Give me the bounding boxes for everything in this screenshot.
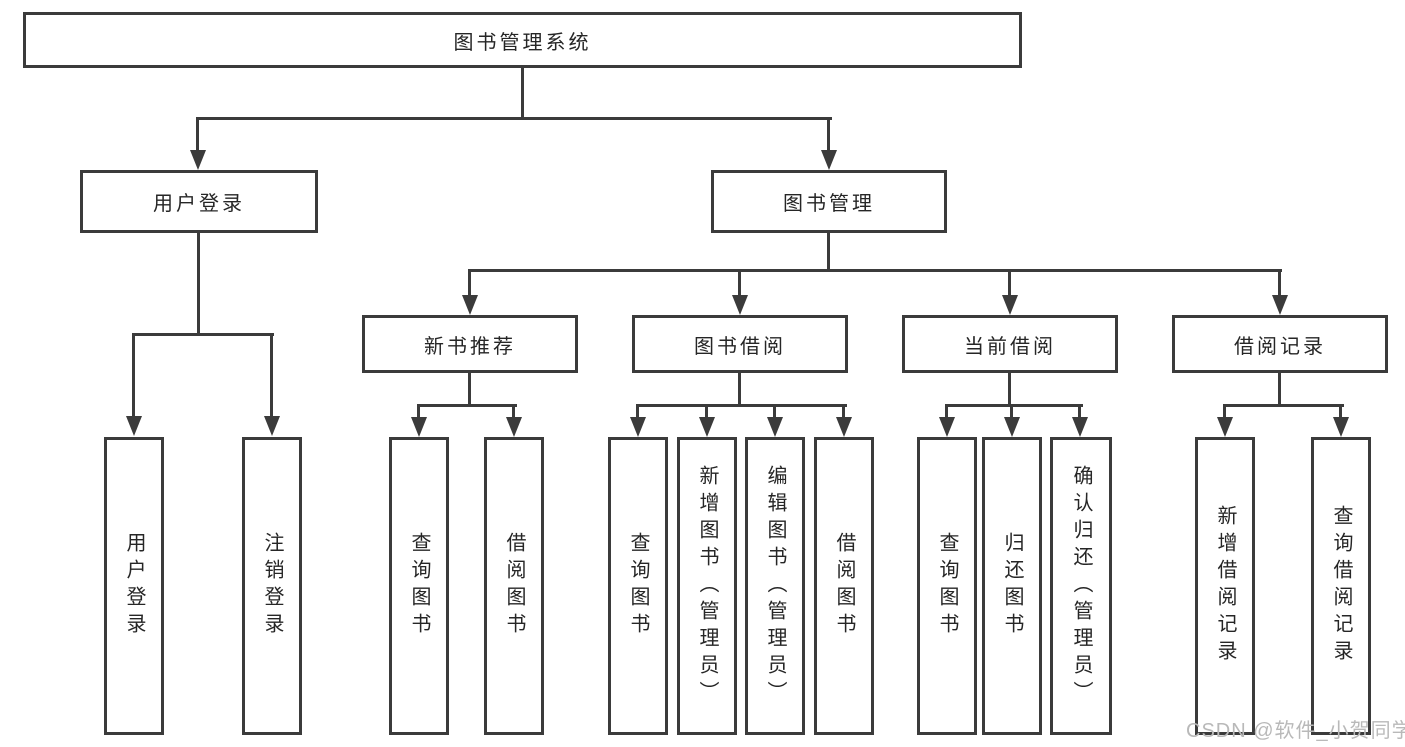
- leaf-logout: 注销登录: [242, 437, 302, 735]
- connector-drop-nb-borrow: [512, 404, 515, 418]
- node-library-management-system: 图书管理系统: [23, 12, 1022, 68]
- arrowhead-cb-return: [1004, 417, 1020, 437]
- connector-borrow-record-bar: [1223, 404, 1344, 407]
- arrowhead-nb-query: [411, 417, 427, 437]
- connector-drop-cb-confirm: [1078, 404, 1081, 418]
- connector-drop-bb-query: [636, 404, 639, 418]
- connector-drop-cb-query: [945, 404, 948, 418]
- leaf-confirm-return-admin: 确认归还（管理员）: [1050, 437, 1112, 735]
- connector-drop-book-borrow: [738, 269, 741, 297]
- connector-current-borrow-bar: [945, 404, 1083, 407]
- node-current-borrowing: 当前借阅: [902, 315, 1118, 373]
- node-book-management: 图书管理: [711, 170, 947, 233]
- connector-new-book-bar: [417, 404, 517, 407]
- connector-drop-br-query: [1339, 404, 1342, 418]
- arrowhead-cb-query: [939, 417, 955, 437]
- arrowhead-nb-borrow: [506, 417, 522, 437]
- node-borrowing-records: 借阅记录: [1172, 315, 1388, 373]
- connector-drop-current-borrow: [1008, 269, 1011, 297]
- arrowhead-bb-add: [699, 417, 715, 437]
- arrowhead-borrow-record: [1272, 295, 1288, 315]
- arrowhead-current-borrow: [1002, 295, 1018, 315]
- leaf-add-book-admin: 新增图书（管理员）: [677, 437, 737, 735]
- leaf-query-books-borrow: 查询图书: [608, 437, 668, 735]
- leaf-add-borrow-record: 新增借阅记录: [1195, 437, 1255, 735]
- connector-book-borrow-bar: [636, 404, 847, 407]
- arrowhead-bb-query: [630, 417, 646, 437]
- connector-drop-br-add: [1223, 404, 1226, 418]
- node-user-login: 用户登录: [80, 170, 318, 233]
- arrowhead-leaf-logout: [264, 416, 280, 436]
- connector-drop-new-book: [468, 269, 471, 297]
- connector-user-login-bar: [132, 333, 274, 336]
- connector-new-book-stem: [468, 373, 471, 406]
- arrowhead-book-borrow: [732, 295, 748, 315]
- connector-borrow-record-stem: [1278, 373, 1281, 406]
- leaf-user-login: 用户登录: [104, 437, 164, 735]
- arrowhead-user-login: [190, 150, 206, 170]
- leaf-query-borrow-record: 查询借阅记录: [1311, 437, 1371, 735]
- connector-drop-cb-return: [1010, 404, 1013, 418]
- arrowhead-bb-borrow: [836, 417, 852, 437]
- arrowhead-book-management: [821, 150, 837, 170]
- connector-drop-leaf-logout: [270, 333, 273, 417]
- connector-book-management-stem: [827, 233, 830, 272]
- arrowhead-bb-edit: [767, 417, 783, 437]
- node-book-borrowing: 图书借阅: [632, 315, 848, 373]
- leaf-edit-book-admin: 编辑图书（管理员）: [745, 437, 805, 735]
- connector-drop-borrow-record: [1278, 269, 1281, 297]
- connector-drop-bb-borrow: [842, 404, 845, 418]
- arrowhead-br-add: [1217, 417, 1233, 437]
- arrowhead-new-book: [462, 295, 478, 315]
- connector-root-bar: [196, 117, 832, 120]
- leaf-borrow-books-recommend: 借阅图书: [484, 437, 544, 735]
- leaf-query-books-current: 查询图书: [917, 437, 977, 735]
- connector-book-borrow-stem: [738, 373, 741, 406]
- connector-drop-book-management: [827, 117, 830, 153]
- connector-drop-bb-edit: [773, 404, 776, 418]
- arrowhead-br-query: [1333, 417, 1349, 437]
- leaf-return-book: 归还图书: [982, 437, 1042, 735]
- csdn-watermark: CSDN @软件_小贺同学: [1186, 720, 1405, 742]
- connector-drop-nb-query: [417, 404, 420, 418]
- leaf-query-books-recommend: 查询图书: [389, 437, 449, 735]
- connector-drop-leaf-user-login: [132, 333, 135, 417]
- connector-current-borrow-stem: [1008, 373, 1011, 406]
- node-new-book-recommendation: 新书推荐: [362, 315, 578, 373]
- arrowhead-cb-confirm: [1072, 417, 1088, 437]
- connector-book-management-bar: [468, 269, 1282, 272]
- connector-drop-bb-add: [705, 404, 708, 418]
- connector-root-stem: [521, 66, 524, 119]
- leaf-borrow-books: 借阅图书: [814, 437, 874, 735]
- connector-user-login-stem: [197, 233, 200, 336]
- connector-drop-user-login: [196, 117, 199, 153]
- arrowhead-leaf-user-login: [126, 416, 142, 436]
